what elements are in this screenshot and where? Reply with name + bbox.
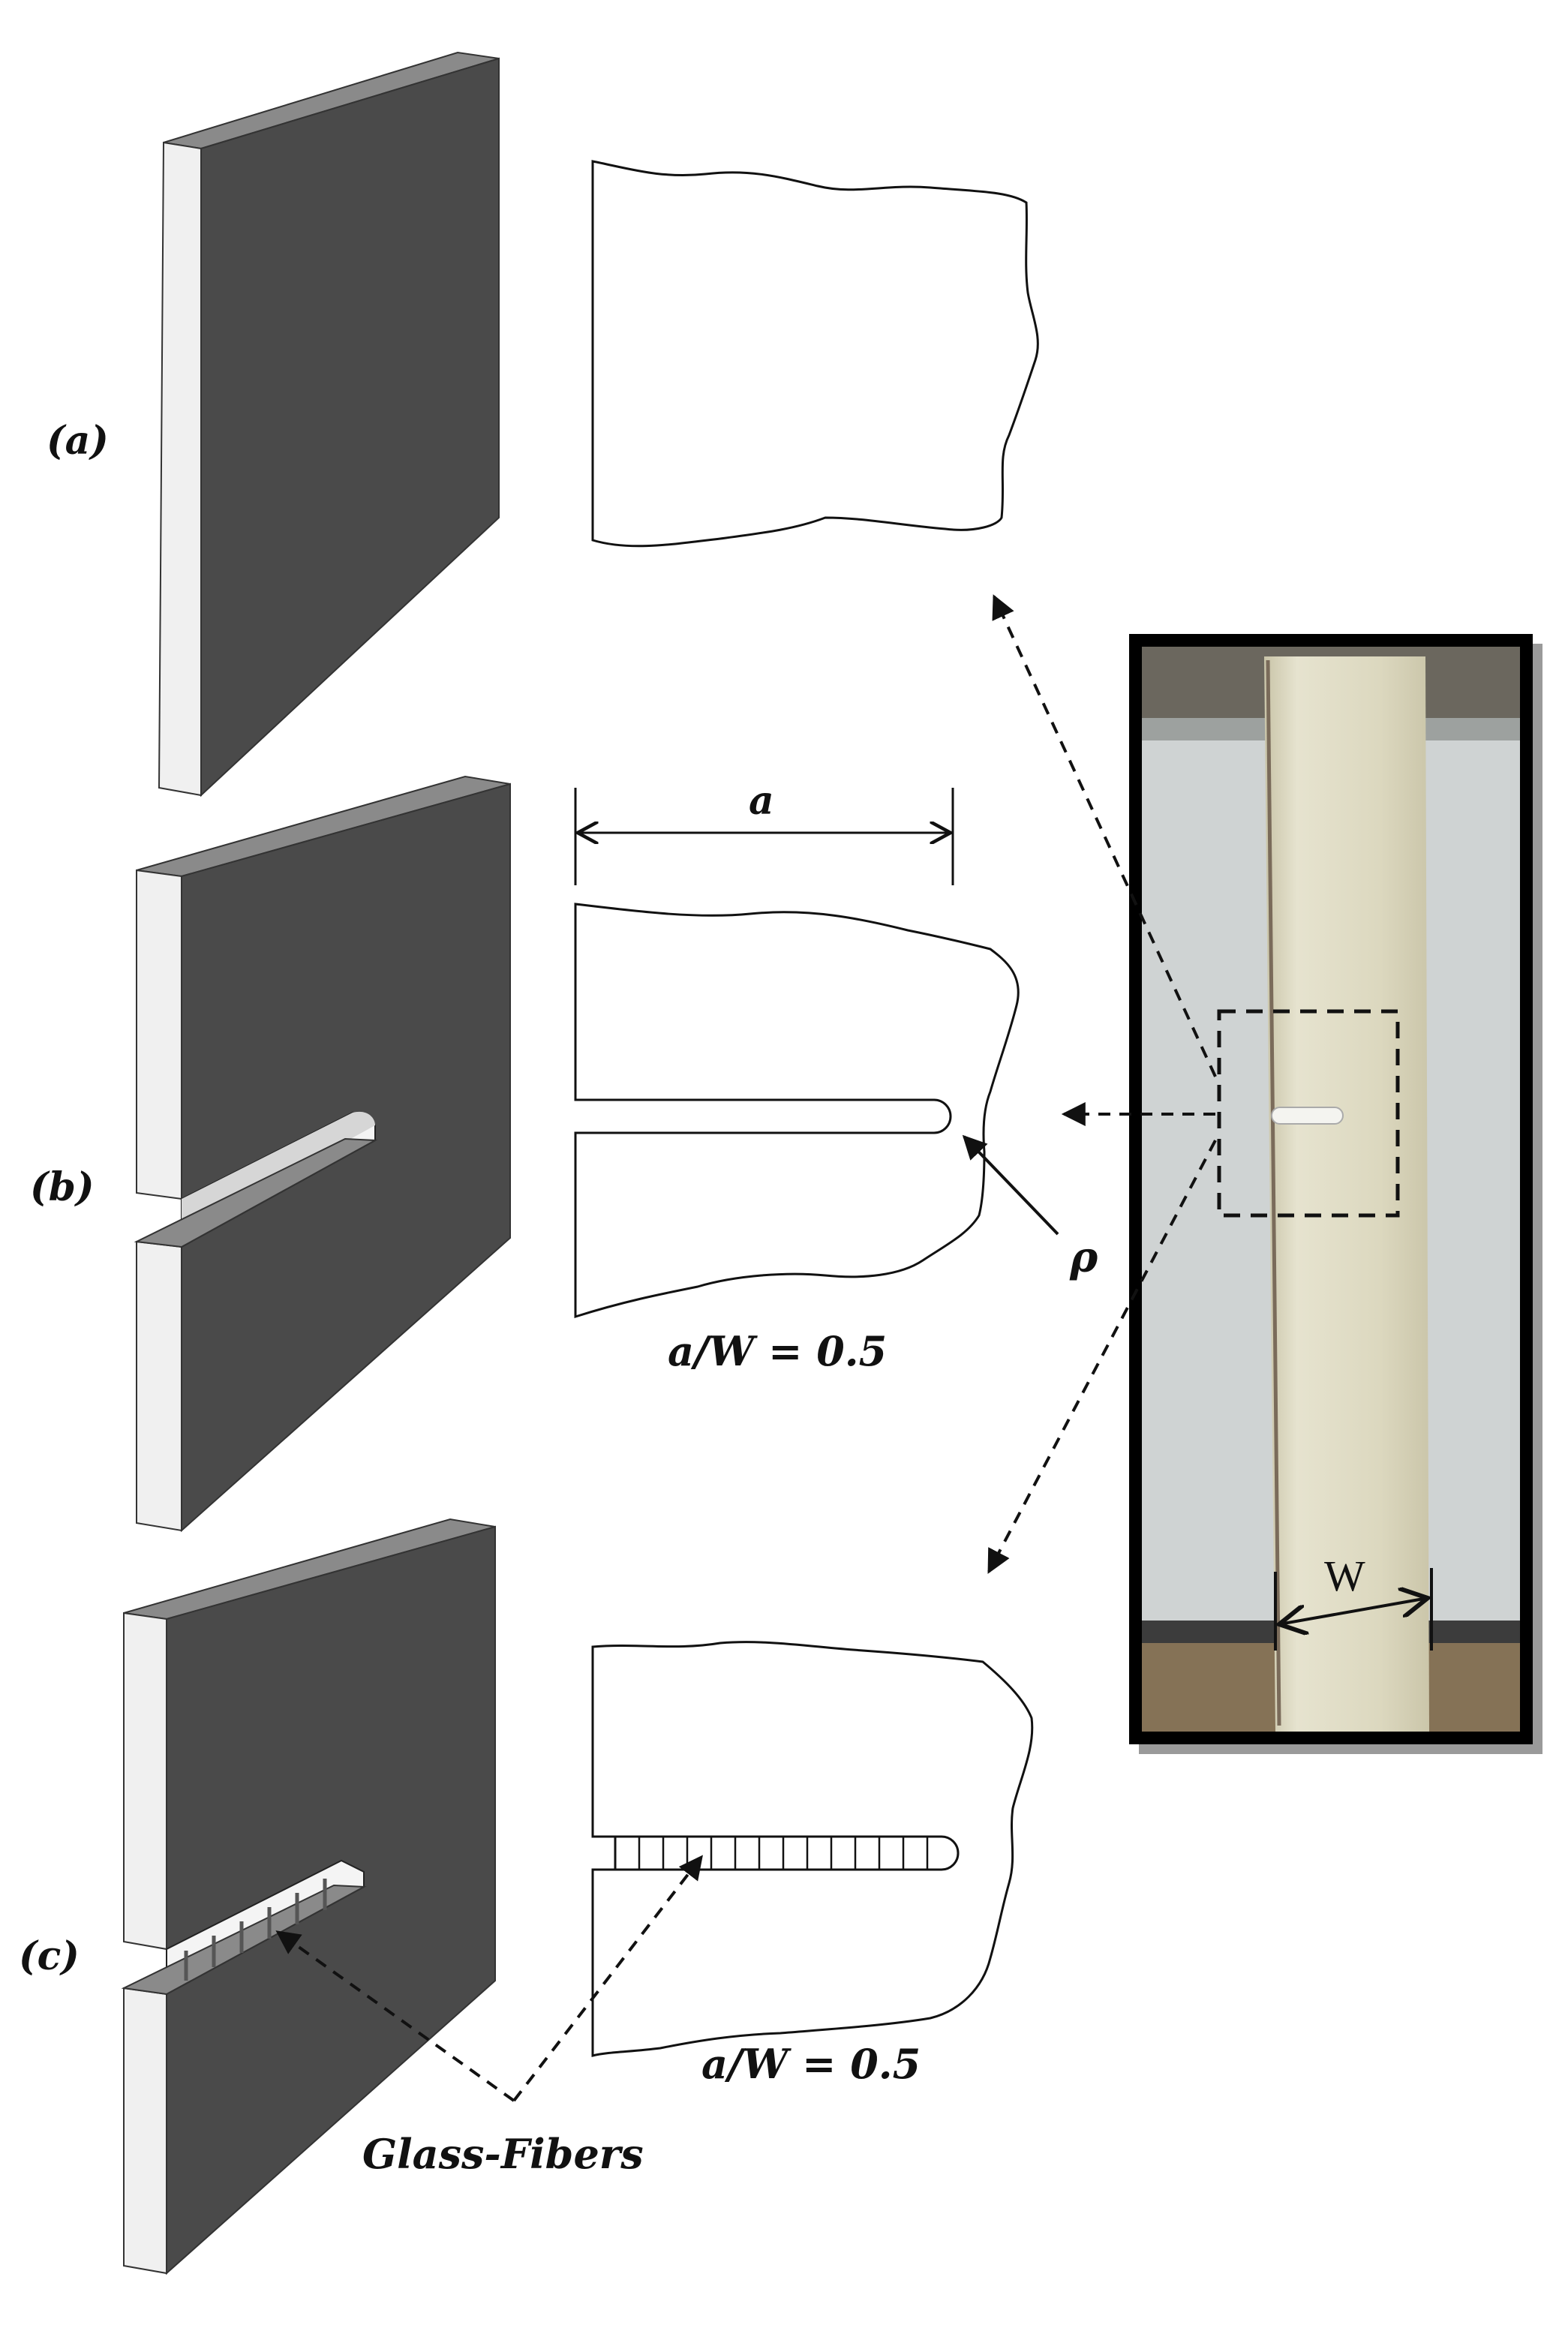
notch-lower-ledge bbox=[134, 1137, 378, 1248]
plate-side-face-upper bbox=[136, 869, 182, 1200]
notch-in-photo bbox=[1271, 1107, 1344, 1125]
glass-fiber-rods-profile bbox=[638, 1837, 929, 1870]
fiber-callout-right bbox=[512, 1855, 703, 2102]
connector-to-c bbox=[987, 1140, 1217, 1574]
plate-3d-notched bbox=[134, 775, 511, 1533]
panel-c: Glass-Fibers a/W = 0.5 (c) bbox=[19, 1518, 1034, 2275]
panel-label-c: (c) bbox=[19, 1933, 80, 1979]
profile-plain bbox=[591, 160, 1039, 548]
fiber-callout-left bbox=[275, 1930, 515, 2102]
plate-side-face bbox=[158, 141, 202, 797]
detail-box bbox=[1217, 1009, 1400, 1218]
width-arrow bbox=[1279, 1598, 1428, 1624]
connector-to-a bbox=[992, 594, 1217, 1077]
plate-front-face bbox=[200, 57, 500, 798]
specimen-strip bbox=[1264, 656, 1429, 1732]
plate-3d-reinforced bbox=[121, 1518, 496, 2275]
rho-leader-arrow bbox=[962, 1134, 1059, 1236]
radius-label-rho: ρ bbox=[1069, 1233, 1098, 1282]
ratio-label-c: a/W = 0.5 bbox=[701, 2040, 921, 2088]
plate-side-face-lower bbox=[136, 1240, 182, 1532]
plate-side-face-lower bbox=[123, 1987, 167, 2275]
panel-label-b: (b) bbox=[30, 1164, 95, 1210]
fiber-label: Glass-Fibers bbox=[362, 2130, 644, 2178]
notch-lower-ledge bbox=[121, 1884, 367, 1996]
glass-fiber-rods-3d bbox=[184, 1879, 327, 1981]
specimen-edge-left bbox=[1266, 659, 1281, 1726]
plate-side-face-upper bbox=[123, 1612, 167, 1951]
profile-reinforced bbox=[591, 1641, 1034, 2057]
panel-a: (a) bbox=[47, 51, 1039, 798]
specimen-photo: W bbox=[1129, 634, 1542, 1754]
ratio-label-b: a/W = 0.5 bbox=[668, 1327, 887, 1375]
plate-3d-plain bbox=[158, 51, 500, 798]
panel-b: a ρ a/W = 0.5 (b) bbox=[30, 775, 1098, 1533]
profile-notched bbox=[574, 903, 1020, 1319]
panel-label-a: (a) bbox=[47, 418, 109, 464]
width-label-w: W bbox=[1324, 1552, 1365, 1600]
dimension-label-a: a bbox=[749, 778, 774, 824]
